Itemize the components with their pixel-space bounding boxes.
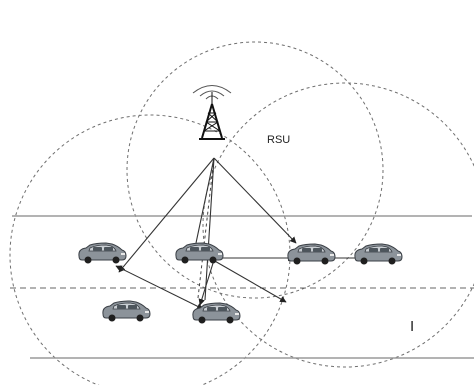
vehicle-5	[102, 300, 151, 322]
rsu-links	[118, 157, 297, 301]
lane-marker: I	[410, 318, 414, 335]
rsu-label: RSU	[267, 134, 290, 146]
vehicle-2	[175, 242, 224, 264]
vehicle-1	[78, 242, 127, 264]
vehicle-4	[354, 243, 403, 265]
rsu-tower-icon	[192, 85, 232, 140]
coverage-circle-left	[9, 114, 291, 385]
v2v-links	[115, 254, 357, 310]
coverage-circle-center	[126, 41, 384, 299]
coverage-circle-right	[202, 82, 474, 368]
vehicle-3	[287, 243, 336, 265]
vehicle-6	[192, 302, 241, 324]
